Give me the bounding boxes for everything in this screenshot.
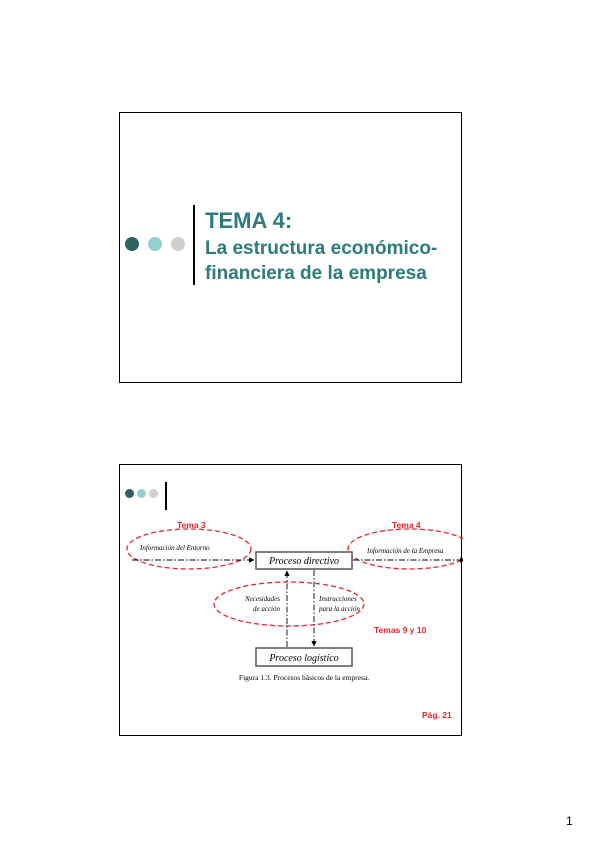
slide-diagram: Tema 3 Tema 4 Temas 9 y 10 Proceso direc…: [119, 464, 463, 736]
tema3-label: Tema 3: [177, 520, 206, 530]
dot-dark-icon: [125, 489, 134, 498]
dot-gray-icon: [149, 489, 158, 498]
dot-gray-icon: [171, 237, 185, 251]
ellipse-empresa: [347, 528, 463, 570]
subtitle-line-1: La estructura económico-: [205, 238, 438, 259]
dot-dark-icon: [125, 237, 139, 251]
necesidades-line-2: de acción: [253, 605, 281, 613]
instrucciones-line-1: Instrucciones: [318, 595, 357, 603]
slide-title: TEMA 4: La estructura económico- financi…: [119, 112, 462, 383]
info-entorno-text: Información del Entorno: [139, 544, 210, 552]
box-proceso-logistico: [255, 647, 353, 667]
temas-9-10-label: Temas 9 y 10: [374, 625, 427, 635]
tema4-label: Tema 4: [392, 520, 421, 530]
page-number: 1: [566, 814, 573, 828]
page-reference: Pág. 21: [422, 710, 452, 720]
slide-title-text: TEMA 4:: [205, 208, 293, 233]
dot-teal-icon: [148, 237, 162, 251]
divider-bar: [193, 205, 195, 285]
ellipse-entorno: [126, 528, 252, 570]
instrucciones-line-2: para la acción: [318, 605, 360, 613]
process-diagram: Tema 3 Tema 4 Temas 9 y 10 Proceso direc…: [126, 520, 463, 720]
box-proceso-directivo: [255, 551, 353, 570]
divider-bar: [165, 482, 167, 510]
dot-teal-icon: [137, 489, 146, 498]
proceso-directivo-text: Proceso directivo: [268, 556, 339, 567]
decorative-dots: [125, 489, 158, 498]
title-block: TEMA 4: La estructura económico- financi…: [205, 209, 437, 286]
decorative-dots: [125, 237, 185, 251]
subtitle-line-2: financiera de la empresa: [205, 263, 427, 284]
ellipse-necesidades: [213, 581, 365, 627]
necesidades-line-1: Necesidades: [244, 595, 280, 603]
figure-caption: Figura 1.3. Procesos básicos de la empre…: [239, 673, 369, 682]
proceso-logistico-text: Proceso logístico: [268, 653, 338, 664]
info-empresa-text: Información de la Empresa: [366, 547, 444, 555]
